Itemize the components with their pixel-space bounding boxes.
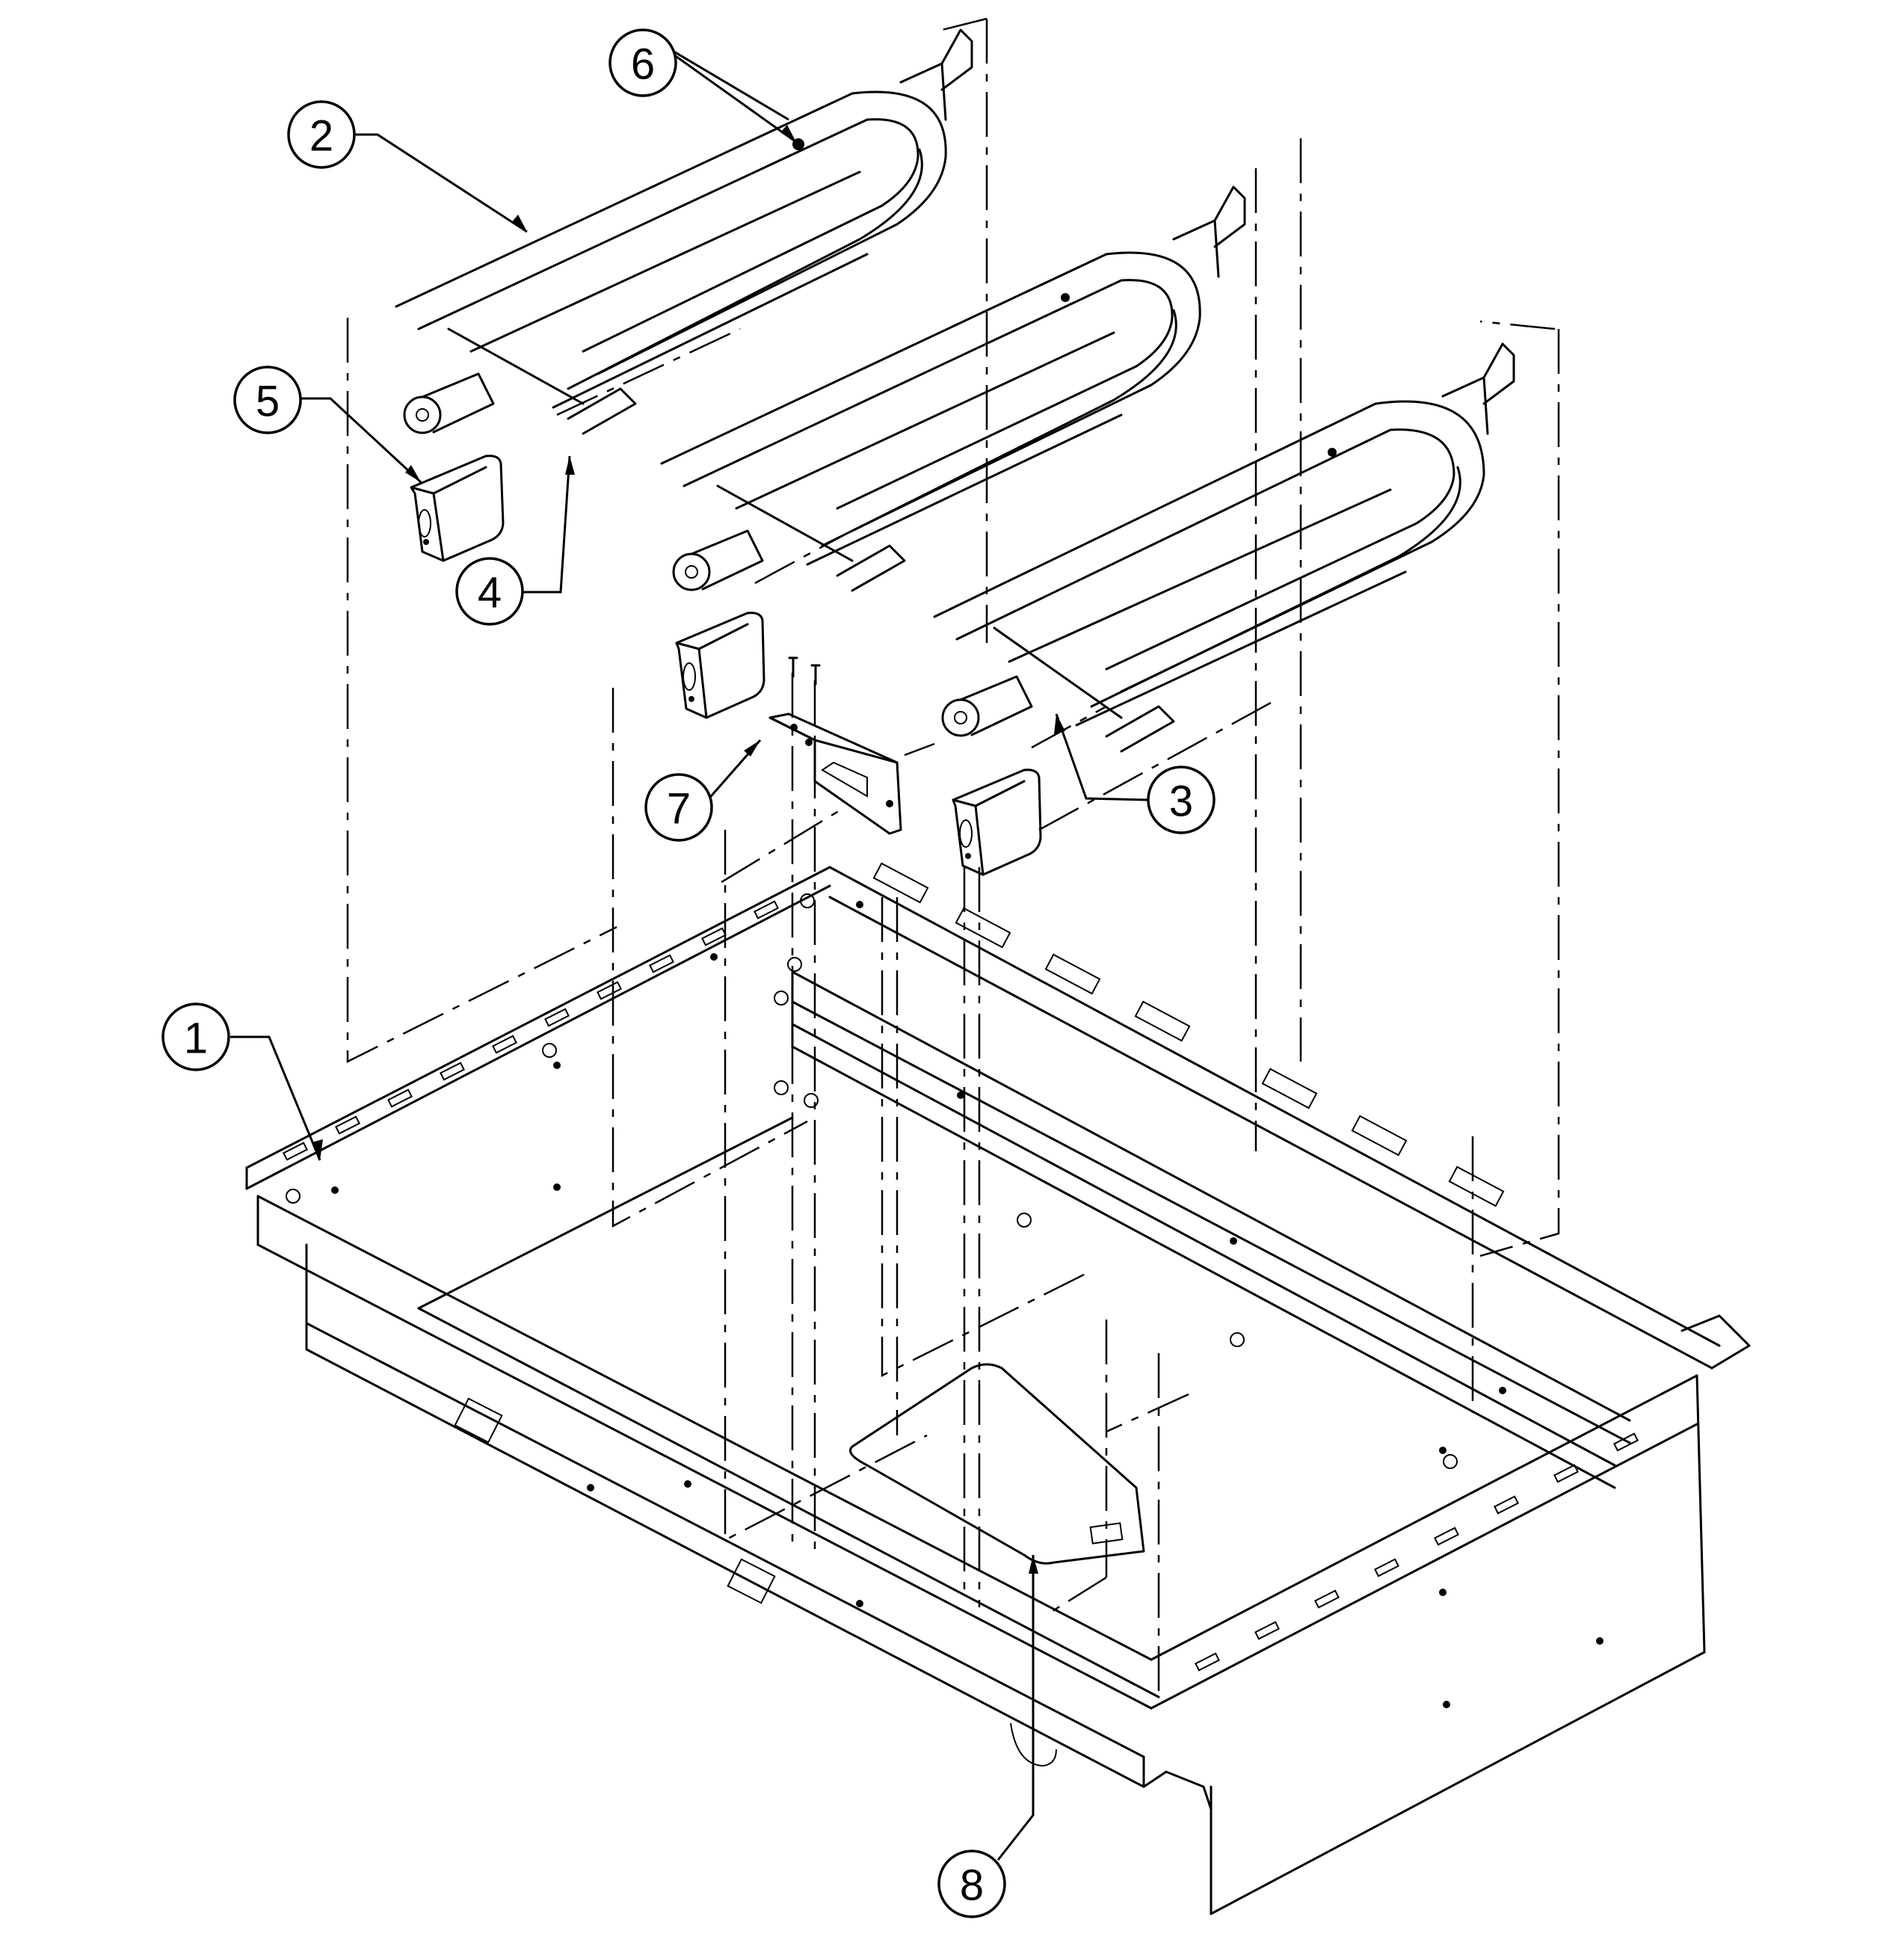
callout-5-label: 5 — [256, 378, 280, 426]
callout-8[interactable]: 8 — [937, 1555, 1038, 1918]
heat-shield-bracket — [768, 656, 902, 835]
callout-1-label: 1 — [184, 1014, 208, 1063]
valve-cover-2 — [675, 612, 765, 719]
callout-4[interactable]: 4 — [455, 455, 575, 626]
u-burners — [395, 28, 1515, 753]
callout-4-label: 4 — [478, 569, 502, 618]
mounting-brackets — [899, 28, 1515, 435]
assembly-centerlines — [346, 17, 1560, 1697]
callout-8-label: 8 — [960, 1861, 984, 1910]
callout-3[interactable]: 3 — [1054, 713, 1216, 834]
callout-1[interactable]: 1 — [161, 1003, 323, 1161]
firebox-tray — [245, 862, 1751, 1915]
valve-cover-3 — [952, 769, 1042, 876]
callout-6-label: 6 — [631, 40, 655, 89]
callout-7-label: 7 — [667, 785, 691, 834]
callout-5[interactable]: 5 — [233, 366, 422, 484]
callout-3-label: 3 — [1169, 777, 1193, 826]
valve-cover-1 — [410, 455, 505, 562]
valve-covers — [410, 455, 1042, 876]
drip-deflector — [849, 1363, 1145, 1565]
burner-2 — [660, 251, 1201, 592]
callout-6[interactable]: 6 — [609, 28, 797, 144]
callout-7[interactable]: 7 — [644, 739, 762, 842]
burner-3 — [933, 400, 1485, 753]
callout-2-label: 2 — [309, 112, 333, 161]
burner-1 — [395, 90, 947, 435]
callout-2[interactable]: 2 — [287, 100, 528, 233]
callouts: 1 2 3 4 5 — [161, 28, 1216, 1918]
